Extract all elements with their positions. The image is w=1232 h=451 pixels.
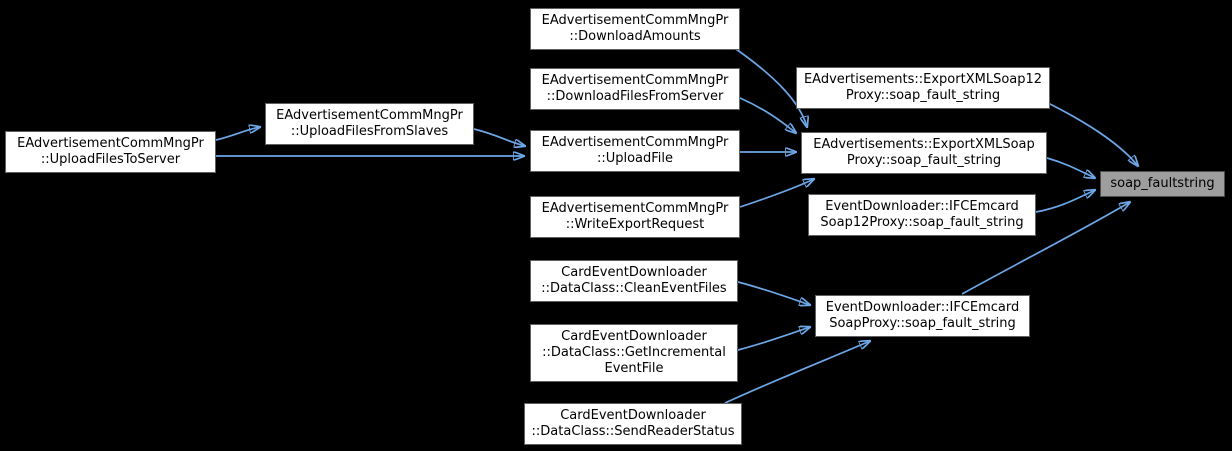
edge-write-export-request--export-xml-soap-proxy: [739, 179, 814, 208]
node-send-reader-status[interactable]: CardEventDownloader ::DataClass::SendRea…: [524, 403, 742, 445]
edge-get-incremental-event-file--ifcemcard-soap-proxy: [737, 327, 810, 351]
edge-ifcemcard-soap12-proxy--soap-faultstring: [1035, 190, 1095, 213]
edge-upload-files-from-slaves--upload-file: [473, 128, 525, 146]
edge-send-reader-status--ifcemcard-soap-proxy: [724, 341, 870, 404]
edge-ifcemcard-soap-proxy--soap-faultstring: [961, 202, 1130, 295]
node-export-xml-soap12-proxy[interactable]: EAdvertisements::ExportXMLSoap12 Proxy::…: [796, 67, 1050, 109]
edge-export-xml-soap12-proxy--soap-faultstring: [1047, 102, 1138, 166]
node-export-xml-soap-proxy[interactable]: EAdvertisements::ExportXMLSoap Proxy::so…: [801, 132, 1047, 174]
node-upload-file[interactable]: EAdvertisementCommMngPr ::UploadFile: [530, 130, 740, 172]
node-soap-faultstring: soap_faultstring: [1100, 171, 1225, 197]
node-ifcemcard-soap12-proxy[interactable]: EventDownloader::IFCEmcard Soap12Proxy::…: [808, 194, 1036, 236]
node-ifcemcard-soap-proxy[interactable]: EventDownloader::IFCEmcard SoapProxy::so…: [815, 295, 1030, 337]
node-clean-event-files[interactable]: CardEventDownloader ::DataClass::CleanEv…: [530, 260, 738, 302]
node-write-export-request[interactable]: EAdvertisementCommMngPr ::WriteExportReq…: [530, 196, 740, 238]
edge-upload-files-to-server--upload-files-from-slaves: [215, 127, 260, 141]
edge-export-xml-soap-proxy--soap-faultstring: [1046, 157, 1095, 178]
node-download-amounts[interactable]: EAdvertisementCommMngPr ::DownloadAmount…: [530, 8, 740, 50]
node-upload-files-from-slaves[interactable]: EAdvertisementCommMngPr ::UploadFilesFro…: [265, 103, 474, 145]
node-download-files-from-server[interactable]: EAdvertisementCommMngPr ::DownloadFilesF…: [530, 68, 740, 110]
edge-download-amounts--export-xml-soap-proxy: [732, 46, 807, 127]
edge-download-files-from-server--export-xml-soap-proxy: [739, 97, 796, 133]
edge-clean-event-files--ifcemcard-soap-proxy: [737, 281, 810, 305]
node-upload-files-to-server[interactable]: EAdvertisementCommMngPr ::UploadFilesToS…: [5, 131, 216, 173]
node-get-incremental-event-file[interactable]: CardEventDownloader ::DataClass::GetIncr…: [530, 324, 738, 382]
